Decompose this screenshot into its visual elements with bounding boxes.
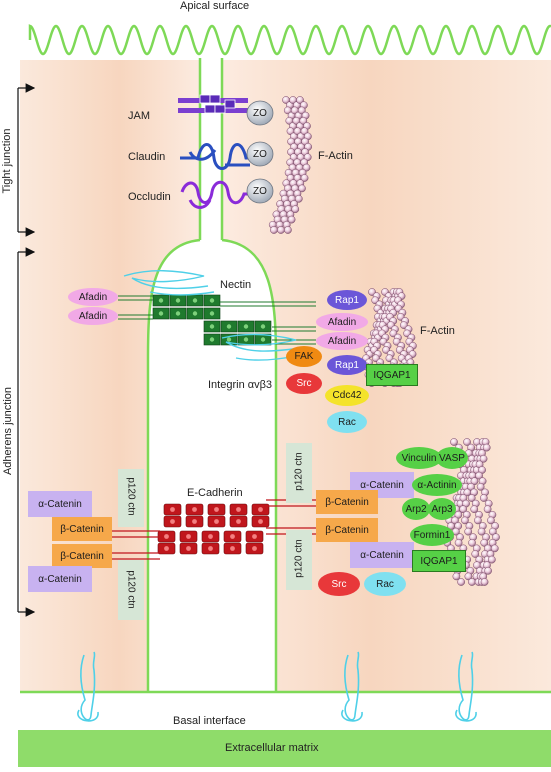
basal-integrin-2 [341, 651, 363, 722]
actin-filament-13 [475, 438, 500, 586]
occludin-label: Occludin [128, 191, 171, 203]
extracellular-matrix-label: Extracellular matrix [225, 742, 319, 754]
jam-label: JAM [128, 110, 150, 122]
afadin-left-2: Afadin [68, 307, 118, 325]
claudin-protein [180, 143, 254, 170]
iqgap1-top: IQGAP1 [366, 364, 418, 386]
afadin-right-2: Afadin [316, 332, 368, 350]
e-cadherin-protein [157, 503, 270, 555]
p120-label-right-bottom: p120 ctn [293, 539, 305, 578]
rap1-mid: Rap1 [327, 355, 367, 375]
src-pill-top: Src [286, 373, 322, 394]
alpha-catenin-left-1: α-Catenin [28, 491, 92, 517]
rap1-top: Rap1 [327, 290, 367, 310]
arp2-pill: Arp2 [402, 498, 430, 520]
e-cadherin-label: E-Cadherin [187, 487, 243, 499]
p120-label-left-bottom: p120 ctn [125, 570, 137, 609]
zo-label-1: ZO [253, 107, 267, 119]
alpha-catenin-left-2: α-Catenin [28, 566, 92, 592]
extracellular-matrix-band [18, 730, 551, 767]
alpha-catenin-right-2: α-Catenin [350, 542, 414, 568]
afadin-left-1: Afadin [68, 288, 118, 306]
p120-box-left-bottom [118, 560, 144, 620]
claudin-label: Claudin [128, 151, 166, 163]
beta-catenin-right-2: β-Catenin [316, 518, 378, 542]
integrin-label: Integrin αvβ3 [208, 379, 273, 391]
p120-box-right-bottom [286, 530, 312, 590]
formin1-pill: Formin1 [410, 524, 454, 546]
actin-filament-1 [268, 96, 299, 234]
vasp-pill: VASP [436, 447, 468, 469]
src-pill-bottom: Src [318, 572, 360, 596]
adherens-junction-label: Adherens junction [2, 386, 14, 476]
tight-junction-label: Tight junction [1, 128, 13, 194]
zo-label-2: ZO [253, 148, 267, 160]
junction-brackets [17, 83, 36, 617]
nectin-label: Nectin [220, 279, 252, 291]
cytoplasm [20, 60, 551, 692]
p120-label-right-top: p120 ctn [293, 452, 305, 491]
zo-circle-3 [246, 178, 274, 204]
actin-filament-3 [282, 96, 313, 234]
zo-circle-1 [246, 100, 274, 126]
basal-integrin-3 [455, 651, 477, 722]
basal-interface-label: Basal interface [173, 715, 246, 727]
f-actin-label-top: F-Actin [318, 150, 353, 162]
basal-integrins [77, 651, 477, 722]
beta-catenin-left-1: β-Catenin [52, 517, 112, 541]
beta-catenin-left-2: β-Catenin [52, 544, 112, 568]
alpha-actinin-pill: α-Actinin [412, 474, 462, 496]
rac-pill-top: Rac [327, 411, 367, 433]
beta-catenin-right-1: β-Catenin [316, 490, 378, 514]
nectin-protein [118, 294, 316, 346]
p120-box-right-top [286, 443, 312, 503]
p120-label-left-top: p120 ctn [125, 477, 137, 516]
vinculin-pill: Vinculin [396, 447, 442, 469]
rac-pill-bottom: Rac [364, 572, 406, 596]
f-actin-label-mid: F-Actin [420, 325, 455, 337]
fak-pill: FAK [286, 346, 322, 367]
basal-integrin-1 [77, 651, 99, 722]
afadin-right-1: Afadin [316, 313, 368, 331]
occludin-protein [180, 180, 252, 209]
arp3-pill: Arp3 [428, 498, 456, 520]
p120-box-left-top [118, 469, 144, 527]
integrin-avb3-coils [123, 270, 301, 361]
apical-surface-label: Apical surface [180, 0, 250, 12]
zo-label-3: ZO [253, 185, 267, 197]
zo-proteins [246, 100, 274, 204]
iqgap1-bottom: IQGAP1 [412, 550, 466, 572]
cdc42-pill: Cdc42 [325, 385, 369, 406]
zo-circle-2 [246, 141, 274, 167]
jam-protein [178, 94, 248, 114]
